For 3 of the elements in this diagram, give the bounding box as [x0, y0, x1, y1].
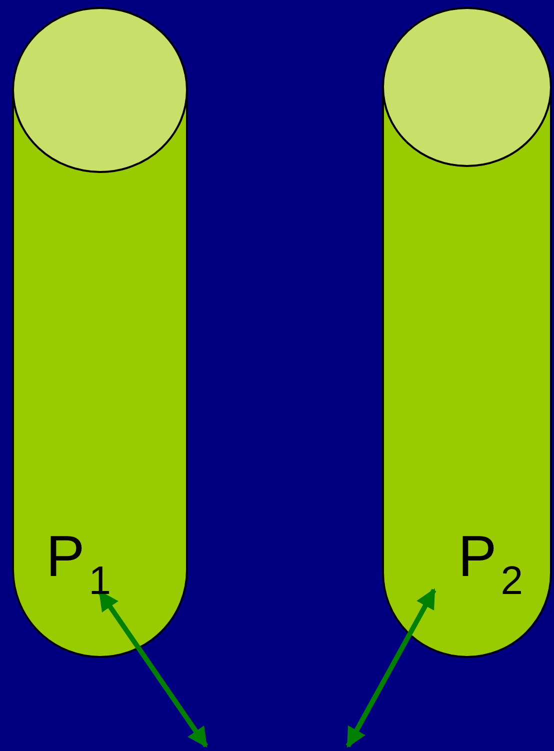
- point-label: P$_{1}$: [46, 528, 111, 601]
- double-arrow: [346, 588, 436, 748]
- point-label: P$_{2}$: [458, 528, 523, 601]
